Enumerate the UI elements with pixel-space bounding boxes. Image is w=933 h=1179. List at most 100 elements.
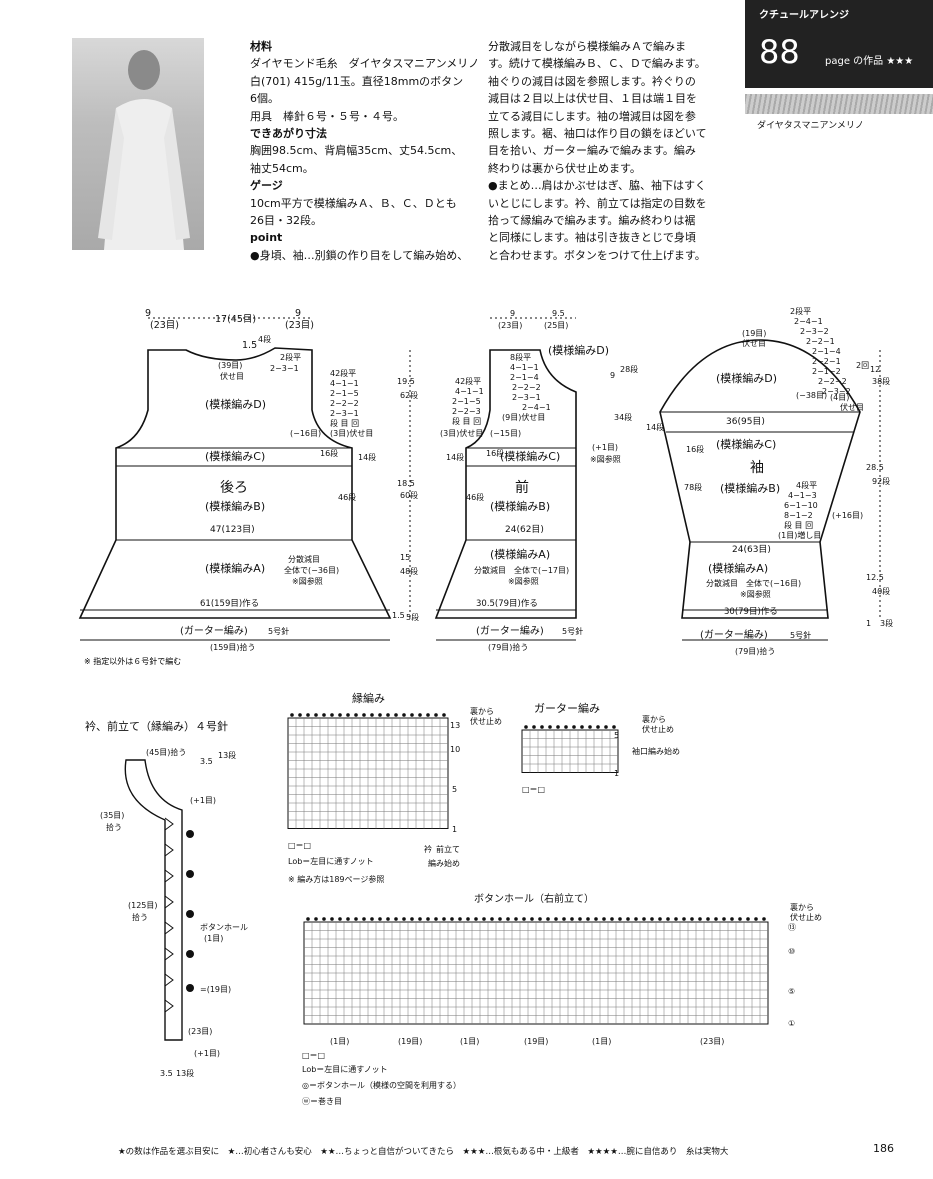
front-neck-3: 2−1−4 (510, 373, 539, 382)
collar-band (124, 759, 183, 1041)
bind-off-dot (673, 916, 679, 922)
sleeve-cap-13: 伏せ目 (840, 402, 864, 412)
bind-off-dot (361, 712, 367, 718)
back-arm-4: 2−2−2 (330, 399, 359, 408)
buttonhole-chart-grid (303, 916, 769, 1025)
sleeve-inc-6: (1目)増し目 (778, 530, 821, 540)
badge-title: クチュールアレンジ (759, 10, 849, 21)
sleeve-side-6: 40段 (872, 586, 890, 596)
sleeve-side-8: 3段 (880, 618, 893, 628)
button-bottom-2: (19目) (398, 1037, 422, 1046)
pattern-badge: クチュールアレンジ 88 page の作品 ★★★ (745, 0, 933, 88)
sleeve-inc-5: 段 目 回 (784, 520, 813, 530)
bind-off-dot (603, 724, 609, 730)
bind-off-dot (689, 916, 695, 922)
bind-off-dot (545, 916, 551, 922)
garter-chart-title: ガーター編み (534, 701, 600, 715)
bind-off-dot (465, 916, 471, 922)
front-side-1: 14段 (446, 452, 464, 462)
garter-row-5: 5 (614, 731, 619, 740)
badge-suffix: page の作品 ★★★ (825, 56, 914, 67)
front-arm-5: 段 目 回 (452, 416, 481, 426)
button-bottom-4: (19目) (524, 1037, 548, 1046)
bind-off-dot (611, 724, 617, 730)
instruction-line: 目を拾い、ガーター編みで編みます。編み (488, 144, 696, 158)
back-dec-2: 全体で(−36目) (284, 565, 339, 575)
bind-off-dot (521, 916, 527, 922)
back-side-11: 46段 (338, 492, 356, 502)
footer-legend: ★の数は作品を選ぶ目安に ★…初心者さんも安心 ★★…ちょっと自信がついてきたら… (118, 1147, 729, 1157)
front-arm-4: 2−2−3 (452, 407, 481, 416)
button-end-1: 裏から (790, 902, 814, 912)
edge-legend-1: □＝□ (288, 841, 311, 850)
front-outline (434, 349, 577, 619)
sleeve-cap-15: (−38目) (796, 391, 827, 400)
front-pattern-d: (模様編みD) (548, 343, 609, 357)
back-outline (78, 347, 392, 619)
button-row-1: ① (788, 1019, 795, 1028)
bind-off-dot (585, 916, 591, 922)
bind-off-dot (617, 916, 623, 922)
bind-off-dot (409, 916, 415, 922)
sleeve-cap-12: (4目) (830, 393, 849, 402)
front-dec-1: 分散減目 全体で(−17目) (474, 565, 569, 575)
bind-off-dot (729, 916, 735, 922)
sleeve-side-9: 14段 (646, 422, 664, 432)
back-top-2: (23目) (150, 320, 179, 331)
bind-off-dot (441, 712, 447, 718)
back-arm-7: (3目)伏せ目 (330, 428, 373, 438)
front-top-1: 9 (510, 309, 515, 318)
yarn-label: ダイヤタスマニアンメリノ (757, 121, 864, 131)
back-top-4: 9 (295, 308, 301, 319)
bind-off-dot (329, 916, 335, 922)
bind-off-dot (353, 916, 359, 922)
bind-off-dot (393, 916, 399, 922)
garter-chart-grid (521, 724, 619, 773)
front-neck-4: 2−2−2 (512, 383, 541, 392)
bind-off-dot (337, 916, 343, 922)
button-row-5: ⑤ (788, 987, 795, 996)
instruction-line: 立てる減目にします。袖の増減目は図を参 (488, 109, 696, 123)
collar-l7: (125目) (128, 901, 158, 910)
bind-off-dot (569, 916, 575, 922)
edge-legend-2: Lob＝左目に通すノット (288, 856, 374, 866)
front-side-4: 9 (610, 371, 615, 380)
buttonhole-dots (186, 830, 194, 992)
collar-l10: (1目) (204, 934, 223, 943)
back-top-1: 9 (145, 308, 151, 319)
back-arm-8: (−16目) (290, 429, 321, 438)
bind-off-dot (577, 916, 583, 922)
materials-line: ●身頃、袖…別鎖の作り目をして編み始め、 (250, 248, 469, 262)
edge-end-2: 伏せ止め (470, 716, 502, 726)
materials-line: ダイヤモンド毛糸 ダイヤタスマニアンメリノ (250, 57, 480, 71)
front-side-2: 16段 (486, 448, 504, 458)
bind-off-dot (433, 916, 439, 922)
collar-l1: (45目)拾う (146, 747, 186, 757)
collar-l3: 13段 (218, 750, 236, 760)
sleeve-cap-10: 2−2−2 (818, 377, 847, 386)
bind-off-dot (321, 712, 327, 718)
bind-off-dot (539, 724, 545, 730)
button-legend-4: ⓦ＝巻き目 (302, 1096, 342, 1106)
sleeve-side-2: 38段 (872, 376, 890, 386)
model-illustration (98, 50, 190, 250)
back-pattern-d: (模様編みD) (205, 397, 266, 411)
sleeve-width-36: 36(95目) (726, 416, 765, 427)
bind-off-dot (369, 712, 375, 718)
button-row-13: ⑬ (788, 923, 796, 932)
bind-off-dot (305, 916, 311, 922)
front-pattern-a: (模様編みA) (490, 547, 550, 561)
back-needle: 5号針 (268, 626, 289, 636)
back-side-4: 60段 (400, 490, 418, 500)
sleeve-inc-4: 8−1−2 (784, 511, 813, 520)
edge-row-10: 10 (450, 745, 460, 754)
back-neck-2: 4段 (258, 334, 271, 344)
bind-off-dot (361, 916, 367, 922)
sleeve-inc-3: 6−1−10 (784, 501, 818, 510)
button-end-2: 伏せ止め (790, 912, 822, 922)
instruction-line: いとじにします。衿、前立ては指定の目数を (488, 196, 707, 210)
bind-off-dot (721, 916, 727, 922)
collar-l15: 13段 (176, 1068, 194, 1078)
bind-off-dot (609, 916, 615, 922)
materials-line: 胸囲98.5cm、背肩幅35cm、丈54.5cm、 (250, 144, 463, 158)
